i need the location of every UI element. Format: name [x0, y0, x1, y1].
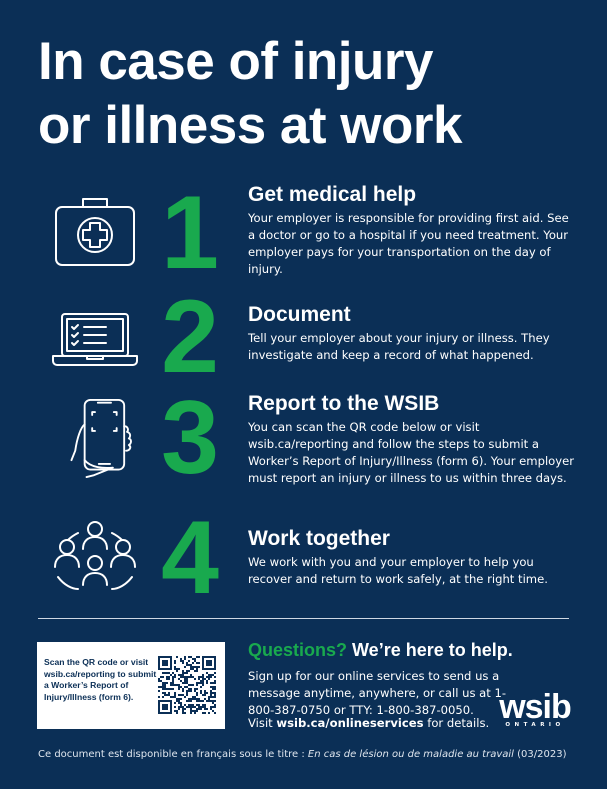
step-get-medical-help: Get medical help Your employer is respon…: [248, 183, 578, 278]
wsib-logo: wsib ONTARIO: [499, 688, 572, 728]
step-heading: Report to the WSIB: [248, 392, 440, 415]
step-heading: Get medical help: [248, 183, 417, 206]
laptop-checklist-icon: [52, 313, 138, 366]
french-availability-note: Ce document est disponible en français s…: [38, 749, 567, 760]
step-body: We work with you and your employer to he…: [248, 555, 548, 586]
page-title: In case of injury or illness at work: [38, 32, 462, 155]
step-heading: Work together: [248, 527, 390, 550]
step-number: 1: [161, 175, 219, 291]
step-number: 2: [161, 279, 219, 395]
step-number: 3: [161, 380, 219, 496]
phone-scan-icon: [70, 398, 132, 478]
qr-code[interactable]: [158, 656, 216, 714]
qr-box: Scan the QR code or visit wsib.ca/report…: [37, 642, 225, 729]
step-number: 4: [161, 500, 219, 616]
questions-body: Sign up for our online services to send …: [248, 669, 507, 717]
qr-instructions: Scan the QR code or visit wsib.ca/report…: [44, 657, 157, 702]
step-work-together: Work together We work with you and your …: [248, 527, 578, 588]
step-body: Your employer is responsible for providi…: [248, 211, 569, 276]
step-body: You can scan the QR code below or visit …: [248, 420, 575, 485]
team-group-icon: [54, 521, 136, 590]
visit-text: Visit wsib.ca/onlineservices for details…: [248, 716, 490, 730]
first-aid-kit-icon: [55, 198, 135, 266]
step-document: Document Tell your employer about your i…: [248, 303, 578, 364]
online-services-link[interactable]: wsib.ca/onlineservices: [276, 716, 424, 730]
step-body: Tell your employer about your injury or …: [248, 331, 550, 362]
questions-heading: Questions? We’re here to help.: [248, 640, 513, 660]
divider: [38, 618, 569, 619]
step-report-to-wsib: Report to the WSIB You can scan the QR c…: [248, 392, 578, 487]
step-heading: Document: [248, 303, 351, 326]
